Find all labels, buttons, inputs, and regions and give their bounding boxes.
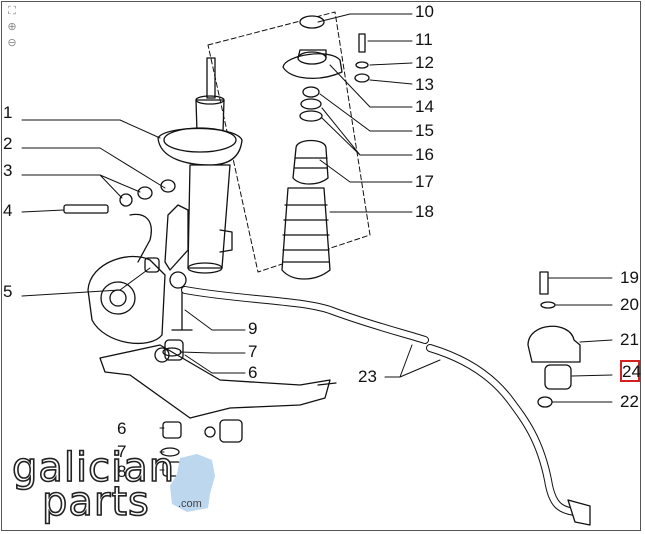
callout-7[interactable]: 7	[248, 342, 258, 361]
strut-assembly	[157, 57, 243, 274]
callout-16[interactable]: 16	[415, 145, 434, 164]
callout-19[interactable]: 19	[620, 268, 639, 287]
spring-group-outline	[207, 11, 371, 273]
zoom-toolbar: ⛶ ⊕ ⊖	[5, 5, 23, 53]
map-silhouette-icon	[170, 454, 215, 512]
callout-17[interactable]: 17	[415, 172, 434, 191]
callout-13[interactable]: 13	[415, 75, 434, 94]
callout-14[interactable]: 14	[415, 97, 434, 116]
callout-9[interactable]: 9	[248, 319, 258, 338]
bar-mount-hardware	[527, 271, 581, 408]
watermark-logo: galician parts .com	[11, 445, 222, 525]
top-mount-parts	[282, 15, 370, 122]
callout-22[interactable]: 22	[620, 392, 639, 411]
callout-7-lower[interactable]: 7	[117, 442, 127, 461]
callout-6[interactable]: 6	[248, 363, 258, 382]
callout-21[interactable]: 21	[620, 330, 639, 349]
callout-2[interactable]: 2	[3, 134, 13, 153]
bump-stop	[292, 139, 329, 185]
fit-screen-icon[interactable]: ⛶	[8, 5, 16, 17]
callout-18[interactable]: 18	[415, 202, 434, 221]
callout-8[interactable]: 8	[117, 462, 127, 481]
callout-12[interactable]: 12	[415, 53, 434, 72]
leader-lines	[21, 13, 613, 471]
callout-1[interactable]: 1	[3, 103, 13, 122]
watermark-line1: galician	[11, 445, 176, 491]
callout-6-lower[interactable]: 6	[117, 419, 127, 438]
zoom-in-icon[interactable]: ⊕	[7, 21, 17, 33]
callout-4[interactable]: 4	[3, 201, 13, 220]
steering-knuckle	[87, 213, 166, 345]
callout-24-highlight	[620, 360, 640, 382]
callout-5[interactable]: 5	[3, 282, 13, 301]
callout-3[interactable]: 3	[3, 161, 13, 180]
watermark-domain: .com	[178, 498, 202, 510]
watermark-line2: parts	[41, 479, 150, 525]
dust-boot	[281, 187, 331, 280]
zoom-out-icon[interactable]: ⊖	[7, 37, 17, 49]
callout-10[interactable]: 10	[415, 2, 434, 21]
callout-20[interactable]: 20	[620, 295, 639, 314]
callout-23[interactable]: 23	[358, 367, 377, 386]
stabilizer-bar	[169, 271, 591, 526]
callout-15[interactable]: 15	[415, 121, 434, 140]
callout-24[interactable]: 24	[622, 362, 641, 381]
callout-11[interactable]: 11	[415, 30, 433, 49]
lower-control-arm	[99, 339, 337, 443]
